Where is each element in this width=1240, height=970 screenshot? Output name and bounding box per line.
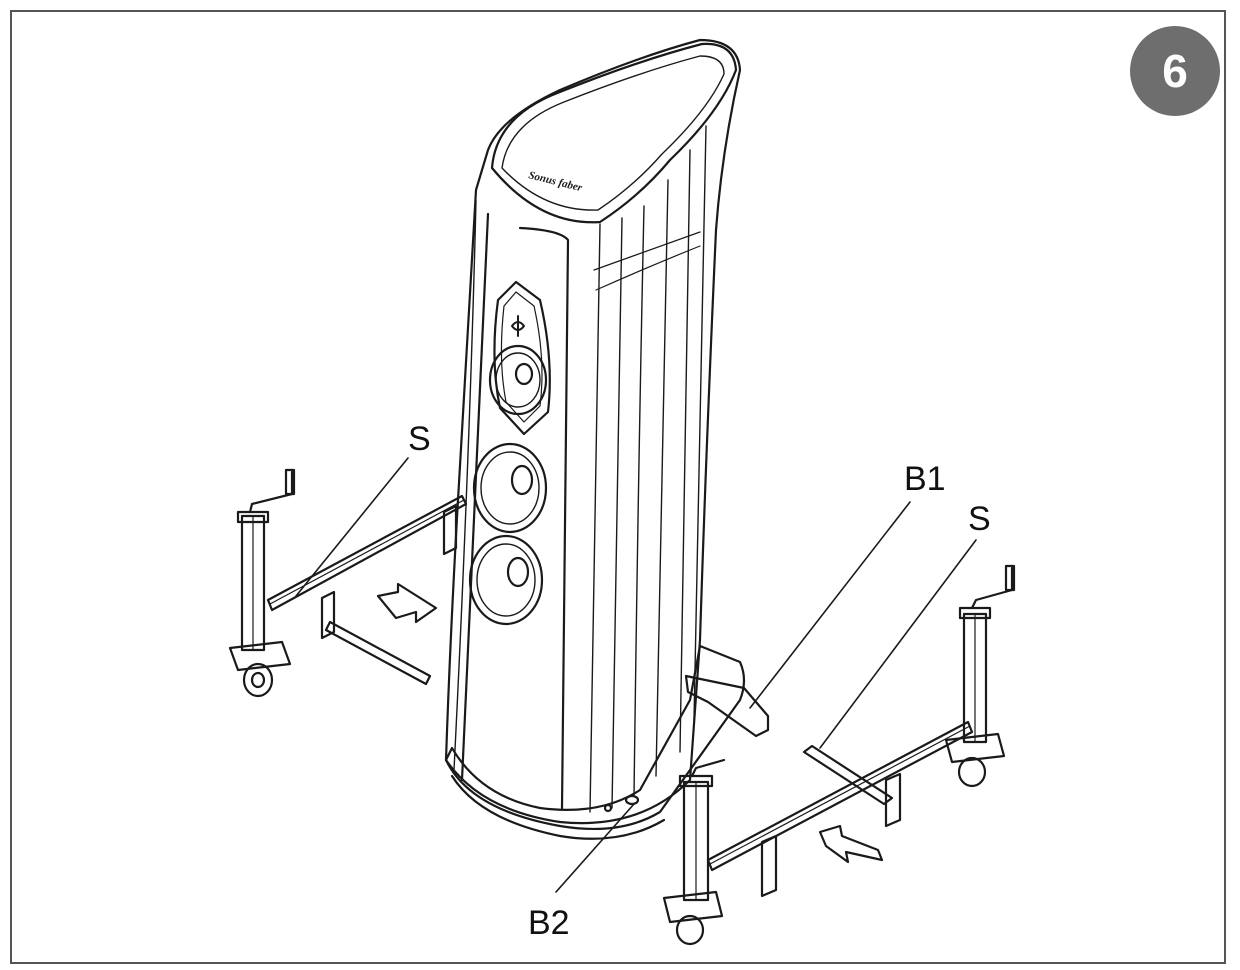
leader-b2 bbox=[555, 803, 635, 893]
speaker-plinth bbox=[444, 644, 746, 831]
woofer-lower bbox=[468, 534, 544, 626]
right-dolly-crossbar bbox=[802, 744, 894, 806]
right-push-arrow bbox=[818, 824, 884, 864]
speaker-front-baffle bbox=[518, 226, 570, 810]
left-dolly-column bbox=[240, 514, 266, 652]
leader-s-left bbox=[295, 457, 409, 597]
right-crank-handle-front bbox=[690, 758, 726, 778]
midrange-driver bbox=[488, 344, 548, 416]
right-caster-front bbox=[662, 890, 724, 924]
leader-s-right bbox=[819, 539, 977, 749]
woofer-upper bbox=[472, 442, 548, 534]
right-dolly-column-back bbox=[962, 612, 988, 744]
b2-screw bbox=[624, 794, 640, 806]
leader-b1 bbox=[749, 501, 911, 709]
left-dolly bbox=[228, 468, 468, 698]
callout-b2: B2 bbox=[528, 904, 570, 942]
left-push-arrow bbox=[376, 582, 438, 624]
right-dolly-rail bbox=[706, 720, 974, 872]
left-caster bbox=[228, 640, 292, 672]
left-dolly-crossbar bbox=[324, 620, 432, 686]
callout-b1: B1 bbox=[904, 460, 946, 498]
step-number-badge: 6 bbox=[1130, 26, 1220, 116]
speaker-cabinet-outline bbox=[444, 38, 742, 825]
figure-frame bbox=[10, 10, 1226, 964]
leader-lines bbox=[295, 457, 977, 893]
speaker-base bbox=[444, 644, 770, 840]
left-crank-handle bbox=[248, 470, 294, 514]
b1-bracket bbox=[684, 674, 770, 738]
brand-logo-mark bbox=[511, 315, 525, 337]
speaker-top-cap bbox=[490, 42, 738, 224]
right-crank-handle-back bbox=[970, 566, 1014, 610]
speaker-cabinet bbox=[444, 38, 742, 825]
top-logo-text: Sonus faber bbox=[527, 169, 584, 194]
tweeter-plate bbox=[493, 280, 551, 436]
right-caster-back bbox=[944, 732, 1006, 764]
right-dolly bbox=[662, 564, 1016, 946]
right-dolly-column-front bbox=[682, 780, 710, 902]
step-number: 6 bbox=[1162, 45, 1188, 97]
callout-s-right: S bbox=[968, 500, 991, 538]
callout-s-left: S bbox=[408, 420, 431, 458]
